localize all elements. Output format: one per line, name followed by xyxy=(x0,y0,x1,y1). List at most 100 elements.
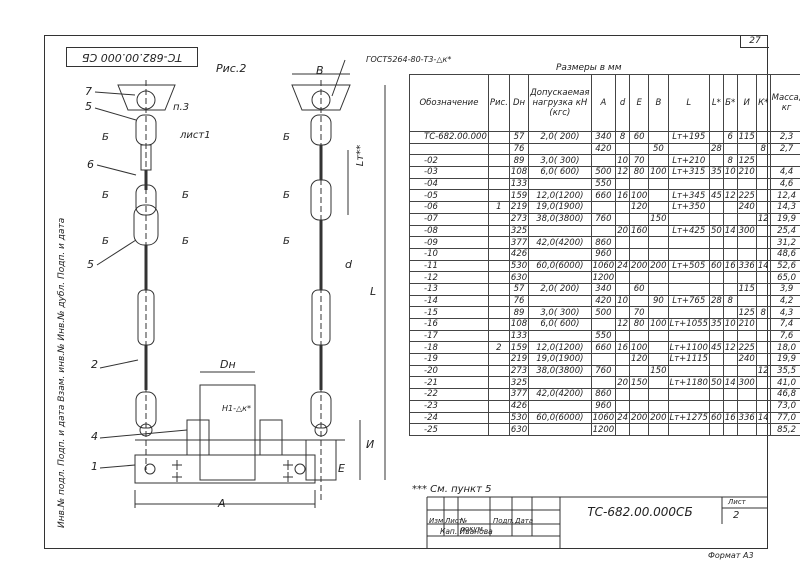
table-header-cell: Допускаемая нагрузка кН (кгс) xyxy=(528,74,592,132)
table-cell xyxy=(667,236,710,249)
table-cell: 630 xyxy=(508,423,530,436)
tb-cell-list: Лист xyxy=(445,517,463,525)
callout-4: 4 xyxy=(91,430,98,443)
table-cell: Lт+315 xyxy=(667,166,710,179)
table-cell: -03 xyxy=(409,166,489,179)
section-B-7: Б xyxy=(283,190,290,201)
table-cell xyxy=(736,423,757,436)
section-B-5: Б xyxy=(182,236,189,247)
table-cell: 57 xyxy=(508,282,530,296)
table-cell: 133 xyxy=(508,177,530,191)
table-cell: Lт+345 xyxy=(667,189,710,203)
table-cell: 200 xyxy=(648,259,669,273)
table-cell xyxy=(648,201,669,214)
table-cell: 2,0( 200) xyxy=(528,131,592,144)
table-cell xyxy=(648,236,669,249)
author: Кап. Иванова xyxy=(440,527,493,536)
table-cell xyxy=(736,177,757,191)
table-cell: 10 xyxy=(722,166,738,179)
table-header-cell: E xyxy=(629,74,650,132)
label-sheet1: лист1 xyxy=(180,130,211,141)
callout-5-top: 5 xyxy=(85,100,92,113)
callout-6: 6 xyxy=(87,158,94,171)
table-cell: 20 xyxy=(615,224,631,238)
table-cell xyxy=(528,423,592,436)
table-cell: 4,4 xyxy=(769,166,800,179)
table-cell: -04 xyxy=(409,177,489,191)
table-cell xyxy=(667,423,710,436)
dim-I: И xyxy=(366,438,375,451)
tb-cell-sign: Подп. xyxy=(493,517,515,525)
dim-d: d xyxy=(345,258,352,271)
table-cell xyxy=(528,224,592,238)
drawing-code: ТС-682.00.000СБ xyxy=(587,505,693,519)
callout-7: 7 xyxy=(85,85,92,98)
table-cell: -06 xyxy=(409,201,489,214)
section-B-4: Б xyxy=(102,236,109,247)
table-cell xyxy=(736,212,757,226)
table-cell: 50 xyxy=(648,142,669,156)
table-cell: 2,3 xyxy=(769,131,800,144)
table-cell: 325 xyxy=(508,224,530,238)
table-cell: 35 xyxy=(708,166,724,179)
table-cell: 210 xyxy=(736,166,757,179)
table-caption: Размеры в мм xyxy=(556,63,622,73)
table-cell xyxy=(667,177,710,191)
table-cell: 108 xyxy=(508,166,530,179)
sheet-label: Лист xyxy=(728,498,746,506)
section-B-2: Б xyxy=(102,190,109,201)
table-cell: 6,0( 600) xyxy=(528,166,592,179)
table-cell: 12,0(1200) xyxy=(528,189,592,203)
table-cell: 4,6 xyxy=(769,177,800,191)
table-cell xyxy=(736,236,757,249)
assembly-drawing xyxy=(94,59,386,508)
left-top-clamp xyxy=(117,80,176,470)
sheet-number: 2 xyxy=(733,510,740,521)
table-header-cell: L xyxy=(667,74,710,132)
table-cell: 115 xyxy=(736,131,757,144)
section-B-8: Б xyxy=(283,236,290,247)
dim-A: A xyxy=(218,497,226,510)
table-cell: Lт+210 xyxy=(667,154,710,168)
gost-label: ГОСТ5264-80-Т3-△к* xyxy=(366,55,452,64)
table-cell xyxy=(648,154,669,168)
format-label: Формат А3 xyxy=(708,551,754,560)
callout-5-mid: 5 xyxy=(87,258,94,271)
dim-B-top: В xyxy=(316,64,324,77)
table-header-cell: Масса, кг xyxy=(769,74,800,132)
table-cell: 31,2 xyxy=(769,236,800,249)
table-cell: 159 xyxy=(508,189,530,203)
table-cell: 377 xyxy=(508,388,530,401)
table-cell: 19,0(1900) xyxy=(528,201,592,214)
table-cell: 150 xyxy=(648,212,669,226)
table-cell: 14,3 xyxy=(769,201,800,214)
table-cell: 340 xyxy=(590,131,617,144)
table-cell xyxy=(769,154,800,168)
table-cell xyxy=(667,212,710,226)
table-cell: Lт+350 xyxy=(667,201,710,214)
table-cell: 25,4 xyxy=(769,224,800,238)
table-cell: 80 xyxy=(629,166,650,179)
table-cell xyxy=(648,224,669,238)
table-cell: 300 xyxy=(736,376,757,390)
table-cell xyxy=(648,189,669,203)
table-header-cell: И xyxy=(736,74,757,132)
